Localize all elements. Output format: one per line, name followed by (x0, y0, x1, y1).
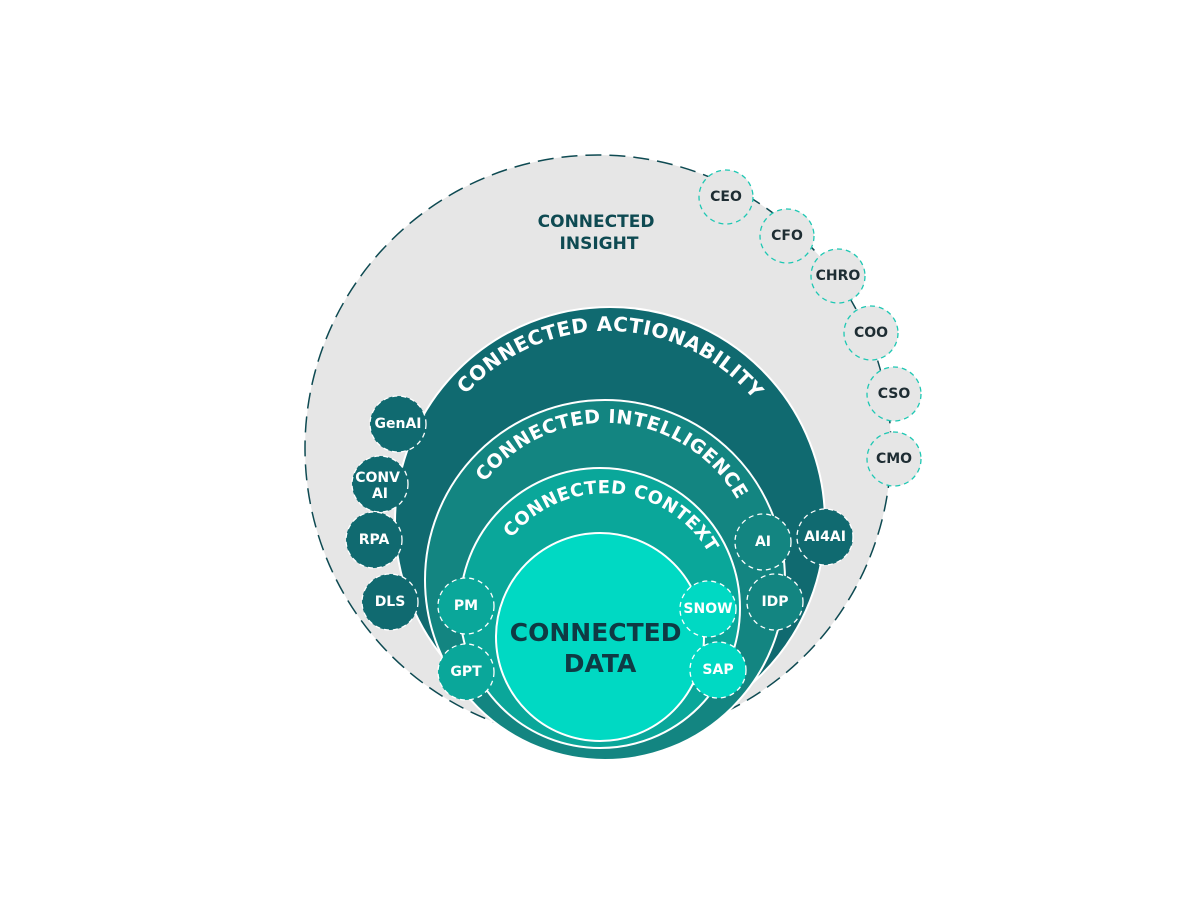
svg-text:CEO: CEO (710, 189, 742, 205)
node-dls[interactable]: DLS (361, 573, 419, 631)
svg-text:CFO: CFO (771, 228, 803, 244)
svg-text:GPT: GPT (450, 664, 482, 680)
actionability-nodes: GenAI CONV AI RPA DLS AI4AI (345, 395, 854, 631)
exec-node-ceo[interactable]: CEO (698, 169, 754, 225)
exec-node-chro[interactable]: CHRO (810, 248, 866, 304)
svg-text:COO: COO (854, 325, 888, 341)
svg-text:CONV AI: CONV AI (355, 470, 405, 502)
data-label: CONNECTED DATA (510, 618, 690, 678)
node-snow[interactable]: SNOW (679, 580, 737, 638)
svg-text:AI: AI (755, 534, 771, 550)
data-nodes: SNOW SAP (679, 580, 747, 699)
node-ai4ai[interactable]: AI4AI (796, 508, 854, 566)
node-gpt[interactable]: GPT (437, 643, 495, 701)
node-rpa[interactable]: RPA (345, 511, 403, 569)
svg-text:IDP: IDP (761, 594, 788, 610)
context-nodes: PM GPT (437, 577, 495, 701)
svg-text:DLS: DLS (375, 594, 406, 610)
executive-nodes: CEO CFO CHRO COO CSO CMO (698, 169, 922, 487)
svg-text:CHRO: CHRO (816, 268, 861, 284)
intelligence-nodes: AI IDP (734, 513, 804, 631)
svg-text:RPA: RPA (359, 532, 390, 548)
node-conv-ai[interactable]: CONV AI (351, 455, 409, 513)
svg-text:SNOW: SNOW (683, 601, 732, 617)
exec-node-cso[interactable]: CSO (866, 366, 922, 422)
svg-text:SAP: SAP (702, 662, 733, 678)
node-idp[interactable]: IDP (746, 573, 804, 631)
exec-node-cfo[interactable]: CFO (759, 208, 815, 264)
exec-node-cmo[interactable]: CMO (866, 431, 922, 487)
svg-text:AI4AI: AI4AI (804, 529, 846, 545)
svg-text:CSO: CSO (878, 386, 911, 402)
svg-text:GenAI: GenAI (375, 416, 422, 432)
svg-text:PM: PM (454, 598, 478, 614)
node-pm[interactable]: PM (437, 577, 495, 635)
svg-text:CMO: CMO (876, 451, 912, 467)
insight-label: CONNECTED INSIGHT (538, 212, 661, 254)
node-ai[interactable]: AI (734, 513, 792, 571)
exec-node-coo[interactable]: COO (843, 305, 899, 361)
node-genai[interactable]: GenAI (369, 395, 427, 453)
node-sap[interactable]: SAP (689, 641, 747, 699)
